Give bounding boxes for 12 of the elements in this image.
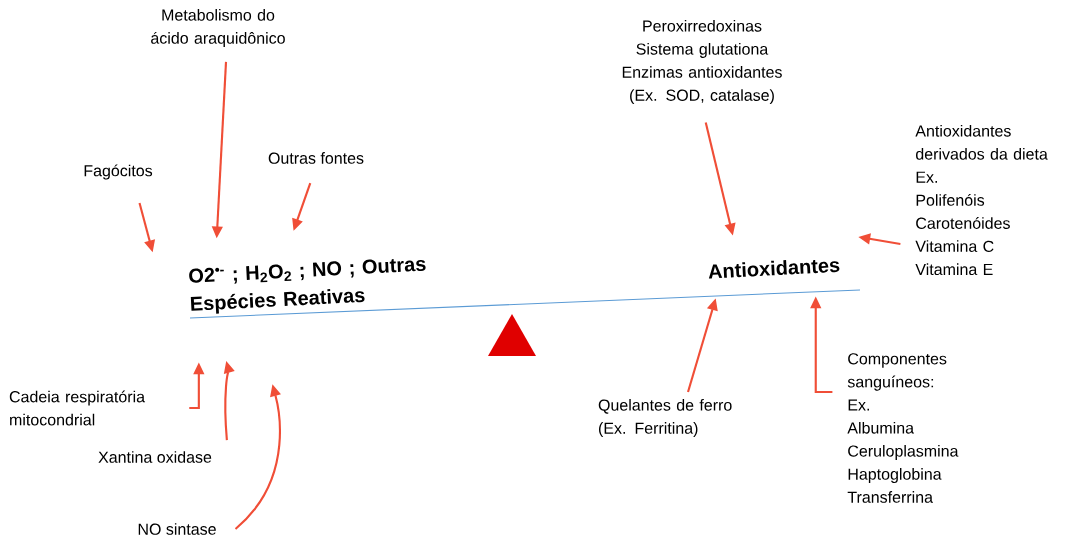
- text-label: Xantina oxidase: [98, 451, 212, 463]
- text-label: Quelantes de ferro (Ex. Ferritina): [598, 399, 732, 437]
- text-label: Peroxirredoxinas Sistema glutationa Enzimas antioxidantes (Ex. SOD, catalase): [622, 19, 782, 105]
- text-label: Cadeia respiratória mitocondrial: [9, 390, 146, 426]
- text-label: Antioxidantes: [708, 259, 840, 279]
- text-label: O2$^{•-}$ ; H$_{2}$O$_{2}$ ; NO ; Outras Espécies Reativas: [189, 259, 426, 314]
- text-label: Fagócitos: [84, 164, 153, 180]
- text-label: NO sintase: [138, 523, 216, 535]
- text-label: Outras fontes: [268, 152, 364, 164]
- text-label: Metabolismo do ácido araquidônico: [151, 9, 285, 47]
- text-label: Componentes sanguíneos: Ex. Albumina Ceruloplasmina Haptoglobina Transferrina: [847, 353, 959, 503]
- text-label: Antioxidantes derivados da dieta Ex. Polifenóis Carotenóides Vitamina C Vitamina E: [915, 124, 1048, 276]
